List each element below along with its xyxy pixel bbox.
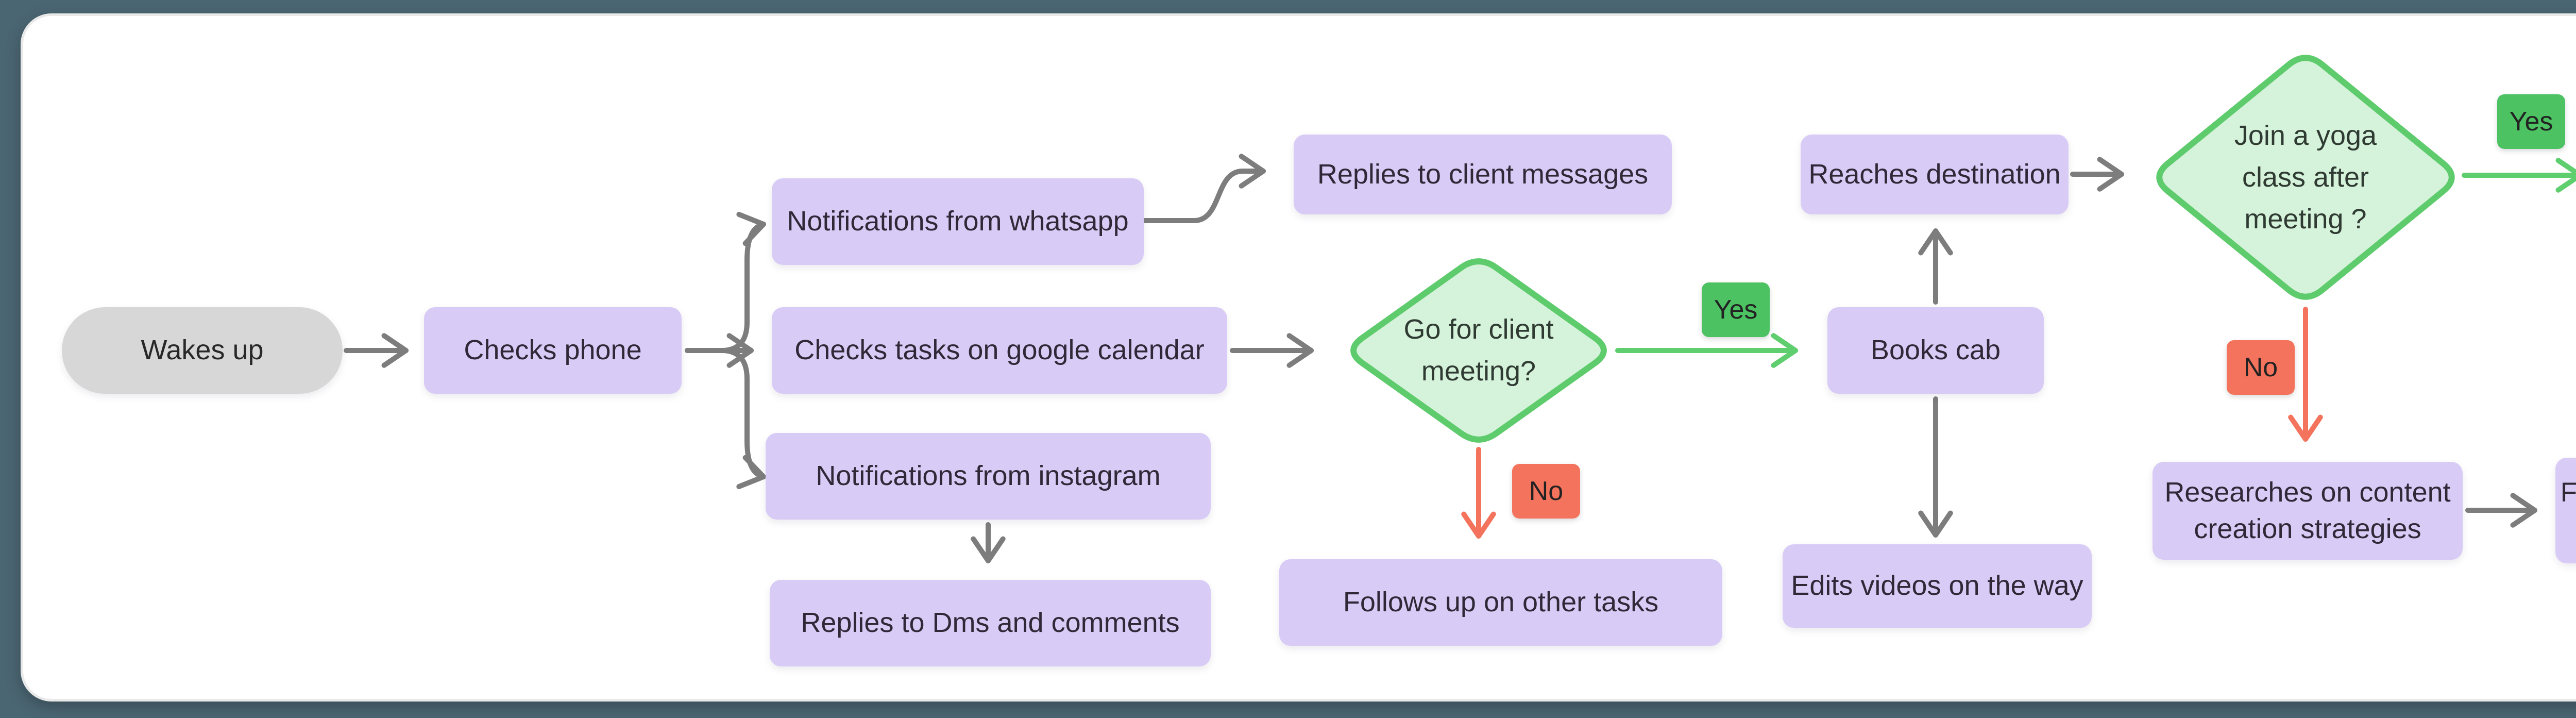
node-researches-content[interactable]: Researches on content creation strategie… (2153, 462, 2463, 560)
node-label: Researches on content creation strategie… (2164, 476, 2451, 544)
node-checks-tasks-calendar[interactable]: Checks tasks on google calendar (772, 307, 1227, 394)
edge-label-no-client[interactable]: No (1512, 464, 1580, 519)
edge-label-no-yoga[interactable]: No (2227, 340, 2295, 395)
node-checks-phone[interactable]: Checks phone (424, 307, 682, 394)
node-label: Notifications from instagram (816, 460, 1161, 492)
node-notifications-whatsapp[interactable]: Notifications from whatsapp (772, 178, 1144, 265)
node-replies-client-messages[interactable]: Replies to client messages (1294, 135, 1672, 214)
node-label: Forgets to invoice, too late to start pe… (2560, 477, 2576, 508)
node-label: Replies to client messages (1317, 158, 1649, 190)
node-follows-up-other-tasks[interactable]: Follows up on other tasks (1279, 559, 1722, 646)
node-books-cab[interactable]: Books cab (1827, 307, 2044, 394)
node-edits-videos[interactable]: Edits videos on the way (1783, 544, 2092, 628)
node-notifications-instagram[interactable]: Notifications from instagram (766, 433, 1211, 520)
node-label: Edits videos on the way (1791, 570, 2083, 602)
edge-notifications-whatsapp-to-replies-client-messages[interactable] (1142, 154, 1266, 223)
edge-label-yes-client[interactable]: Yes (1702, 282, 1770, 337)
edge-label-text: Yes (2509, 107, 2553, 137)
node-label: Checks tasks on google calendar (794, 335, 1205, 366)
edge-label-text: No (2243, 353, 2278, 382)
node-label: Replies to Dms and comments (801, 607, 1180, 639)
decision-join-yoga-class[interactable] (2156, 55, 2455, 300)
edge-checks-phone-to-notifications-whatsapp[interactable] (685, 212, 766, 353)
edge-label-text: Yes (1714, 295, 1758, 325)
node-label: Reaches destination (1808, 158, 2061, 190)
node-label: Checks phone (464, 335, 642, 366)
node-label: Notifications from whatsapp (787, 206, 1129, 237)
edge-checks-phone-to-notifications-instagram[interactable] (685, 348, 766, 489)
node-replies-dms[interactable]: Replies to Dms and comments (770, 580, 1211, 666)
node-wakes-up[interactable]: Wakes up (62, 307, 343, 394)
node-label: Wakes up (141, 335, 264, 366)
node-label: Follows up on other tasks (1343, 587, 1659, 618)
decision-go-for-client-meeting[interactable] (1350, 258, 1607, 443)
node-reaches-destination[interactable]: Reaches destination (1801, 135, 2069, 214)
edge-label-yes-yoga[interactable]: Yes (2497, 94, 2565, 149)
edge-label-text: No (1529, 476, 1564, 506)
node-forgets-invoice[interactable]: Forgets to invoice, too late to start pe… (2555, 458, 2576, 563)
node-label: Books cab (1870, 335, 2001, 366)
